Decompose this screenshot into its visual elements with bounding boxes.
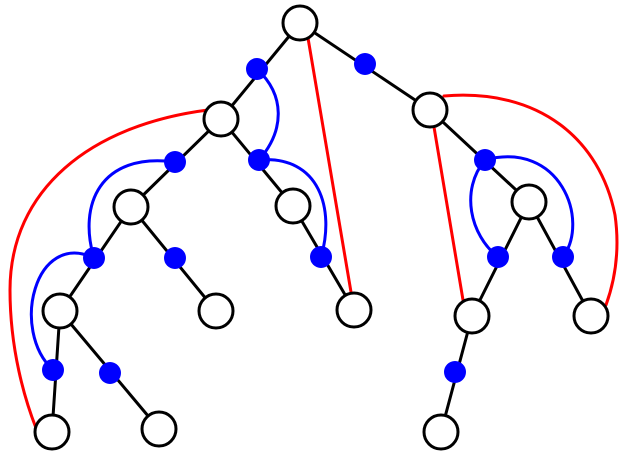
red-arc-b-to-b1r [442, 93, 619, 307]
node-a1lr [140, 410, 178, 448]
edge-point-a1l-a1ll [42, 359, 64, 381]
blue-arc-b1-b1r [483, 155, 575, 259]
node-a1r [197, 292, 235, 330]
node-b [411, 91, 449, 129]
node-a1l [41, 292, 79, 330]
blue-arcs [30, 67, 575, 372]
edge-point-a-a2 [248, 149, 270, 171]
blue-arc-b1-b1l [469, 158, 500, 259]
edge-point-a1-a1r [164, 247, 186, 269]
tree-nodes [33, 4, 610, 451]
node-a2 [274, 187, 312, 225]
red-arc-a-to-a1ll [8, 108, 210, 430]
red-arc-b-to-b1l [432, 125, 465, 302]
edge-point-a2-a2c [310, 246, 332, 268]
node-a2c [335, 291, 373, 329]
edge-point-root-a [246, 58, 268, 80]
node-root [281, 4, 319, 42]
edge-point-a1l-a1lr [99, 362, 121, 384]
edge-points [42, 53, 574, 384]
node-b1r [572, 297, 610, 335]
edge-point-b-b1 [474, 149, 496, 171]
red-arcs [8, 36, 619, 430]
node-b1l [453, 297, 491, 335]
edge-point-b1-b1r [552, 246, 574, 268]
blue-arc-a2-a2c [257, 158, 328, 259]
edge-point-b1l-b1lc [444, 361, 466, 383]
edge-point-a1-a1l [83, 247, 105, 269]
red-arc-root-to-a2c [306, 36, 353, 294]
blue-arc-a1l-a1ll [30, 251, 96, 372]
blue-arc-a-a2 [255, 67, 280, 162]
edge-point-a-a1 [164, 151, 186, 173]
blue-arc-a1-a1l [87, 159, 177, 260]
edge-point-b1-b1l [487, 246, 509, 268]
node-a1 [112, 188, 150, 226]
node-b1lc [422, 413, 460, 451]
node-a1ll [33, 413, 71, 451]
node-a [202, 100, 240, 138]
node-b1 [510, 183, 548, 221]
edge-point-root-b [354, 53, 376, 75]
tree-edges [50, 21, 593, 434]
